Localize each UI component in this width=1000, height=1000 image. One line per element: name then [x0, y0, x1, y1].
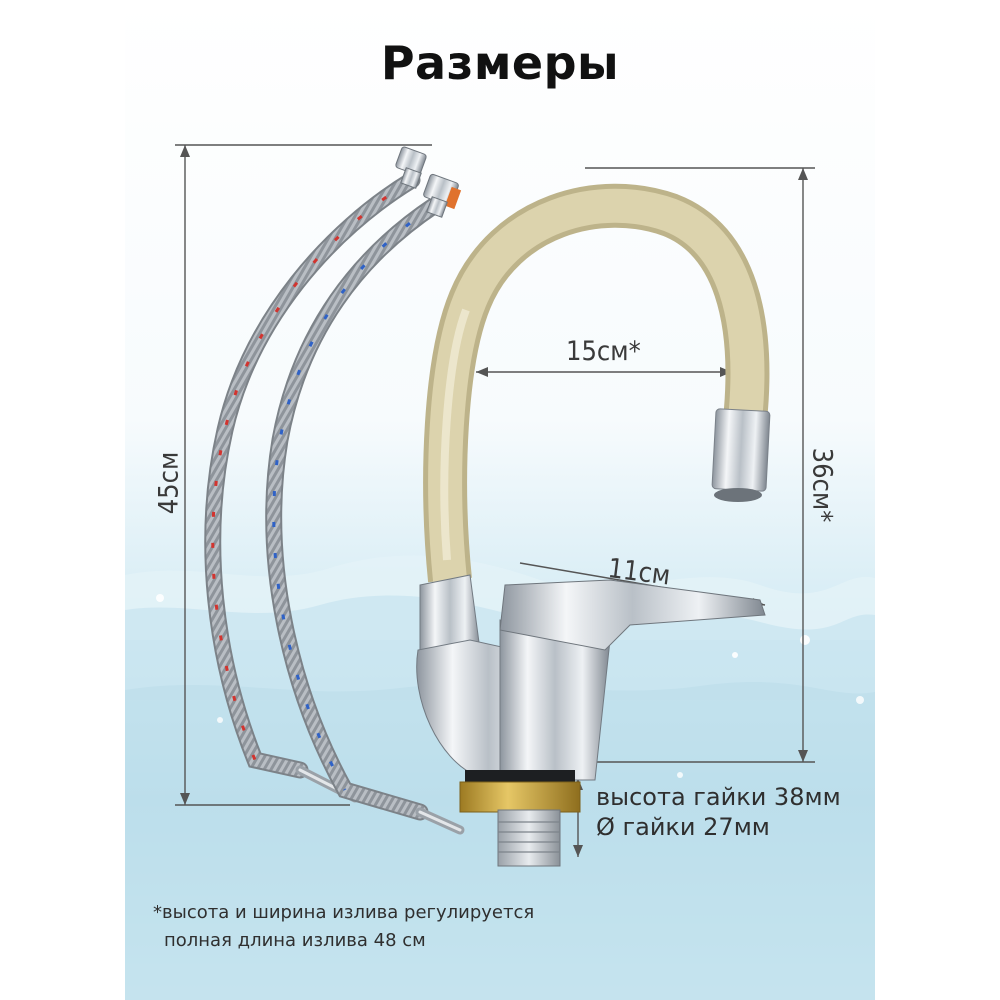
nut-diameter-label: Ø гайки 27мм: [596, 813, 770, 841]
hot-water-hose: [204, 146, 427, 803]
dimension-lines: [175, 144, 815, 857]
threaded-stud: [497, 809, 561, 867]
page-title: Размеры: [380, 36, 620, 90]
spout-reach-label: 15см*: [566, 336, 641, 367]
lever-handle: [499, 579, 766, 651]
nut-height-label: высота гайки 38мм: [596, 783, 841, 811]
rubber-seal: [465, 770, 575, 784]
footnote-adjustable: *высота и ширина излива регулируется: [153, 902, 535, 923]
footnote-full-length: полная длина излива 48 см: [164, 930, 426, 951]
faucet-body: [416, 574, 766, 867]
spout-height-label: 36см*: [806, 447, 838, 523]
flexible-spout: [423, 183, 771, 583]
mounting-nut: [459, 781, 581, 813]
aerator-icon: [711, 408, 771, 492]
cold-water-hose: [265, 173, 465, 835]
total-height-label: 45см: [153, 451, 185, 515]
